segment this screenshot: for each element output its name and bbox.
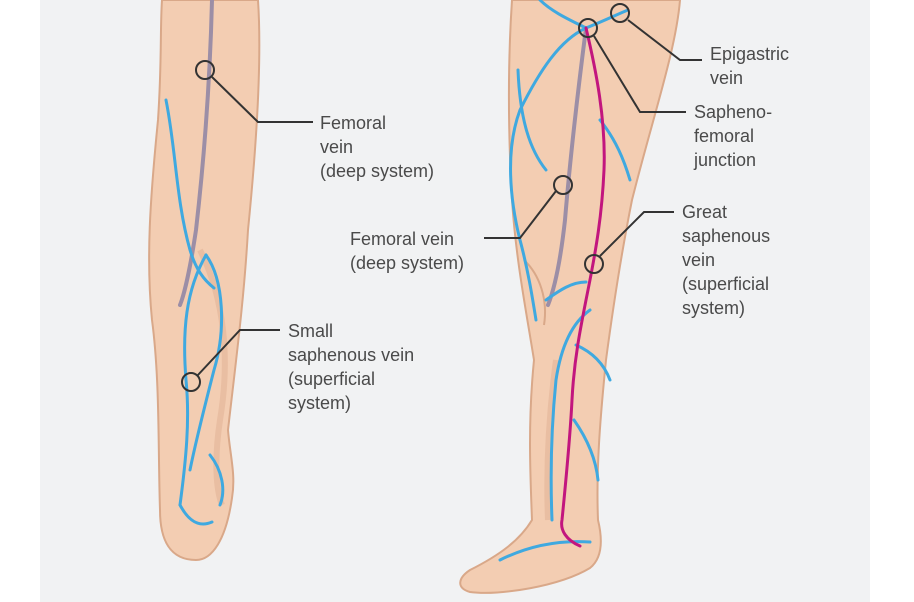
epigastric-marker — [610, 3, 630, 23]
right-superficial-vein-3 — [584, 8, 630, 30]
left-leg-shadow — [197, 248, 228, 507]
right-knee-contour — [523, 259, 546, 326]
label-line: saphenous — [682, 226, 771, 246]
right-foot-vein — [498, 540, 592, 562]
right-superficial-vein-8 — [574, 343, 612, 382]
right-superficial-vein-7 — [549, 308, 592, 522]
left-superficial-vein-4 — [208, 453, 225, 507]
saphenofemoral-marker — [578, 18, 598, 38]
label-line: system) — [288, 393, 351, 413]
label-line: vein — [682, 250, 716, 270]
label-line: vein — [320, 137, 354, 157]
label-line: system) — [682, 298, 745, 318]
left-superficial-vein-1 — [164, 98, 216, 290]
left-superficial-vein-2 — [188, 253, 224, 472]
right-superficial-vein-4 — [516, 68, 548, 172]
label-line: vein — [710, 68, 744, 88]
right-superficial-vein-6 — [544, 280, 588, 302]
left-leg — [148, 0, 313, 562]
label-saphenofemoral-junction: Sapheno- femoral junction — [694, 100, 772, 172]
saphenofemoral-leader — [593, 35, 686, 113]
label-line: (superficial — [288, 369, 376, 389]
label-small-saphenous-vein: Small saphenous vein (superficial system… — [288, 319, 414, 415]
right-leg — [459, 0, 702, 594]
label-line: (superficial — [682, 274, 770, 294]
label-line: Great — [682, 202, 728, 222]
label-line: junction — [694, 150, 757, 170]
right-leg-skin — [459, 0, 682, 594]
label-line: Sapheno- — [694, 102, 773, 122]
great-saphenous-vein — [560, 26, 606, 548]
right-superficial-vein-9 — [572, 418, 600, 482]
label-line: Femoral vein — [350, 229, 455, 249]
label-line: femoral — [694, 126, 755, 146]
label-great-saphenous-vein: Great saphenous vein (superficial system… — [682, 200, 770, 320]
label-epigastric-vein: Epigastric vein — [710, 42, 789, 90]
small-saphenous-leader — [196, 329, 280, 377]
right-femoral-marker — [553, 175, 573, 195]
small-saphenous-marker — [181, 372, 201, 392]
right-superficial-vein-1 — [509, 26, 588, 322]
label-femoral-vein-back: Femoral vein (deep system) — [320, 111, 434, 183]
right-femoral-leader — [484, 190, 557, 239]
small-saphenous-vein — [178, 253, 208, 507]
label-line: Femoral — [320, 113, 387, 133]
left-femoral-leader — [211, 76, 313, 123]
great-saphenous-marker — [584, 254, 604, 274]
epigastric-leader — [627, 19, 702, 61]
right-femoral-vein — [546, 26, 588, 307]
label-line: Epigastric — [710, 44, 790, 64]
label-line: (deep system) — [320, 161, 435, 181]
label-line: Small — [288, 321, 334, 341]
right-superficial-vein-2 — [538, 0, 588, 30]
right-shin-shadow — [544, 359, 559, 521]
label-femoral-vein-front: Femoral vein (deep system) — [350, 227, 464, 275]
label-line: (deep system) — [350, 253, 465, 273]
left-femoral-vein — [178, 0, 214, 307]
left-superficial-vein-3 — [178, 503, 214, 526]
great-saphenous-leader — [599, 211, 674, 257]
left-femoral-marker — [195, 60, 215, 80]
label-line: saphenous vein — [288, 345, 415, 365]
